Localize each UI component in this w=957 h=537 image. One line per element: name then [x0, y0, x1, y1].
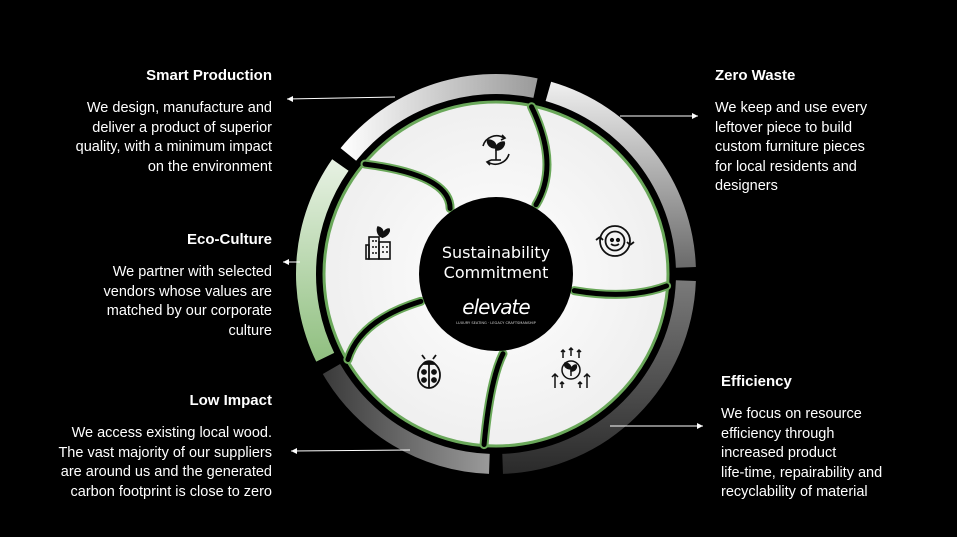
desc-line: matched by our corporate [106, 303, 272, 319]
desc-line: We design, manufacture and [86, 100, 272, 116]
pillar-description: We design, manufacture and deliver a pro… [12, 99, 272, 177]
outer-ring [296, 74, 696, 474]
recycle-icon [595, 225, 635, 257]
desc-line: quality, with a minimum impact [75, 139, 272, 155]
pillar-efficiency: Efficiency We focus on resource efficien… [721, 373, 951, 503]
desc-line: We access existing local wood. [71, 425, 272, 441]
petal-separator [345, 298, 424, 362]
arrow-zero-waste [620, 113, 698, 119]
arrow-smart-production [286, 96, 396, 102]
pillar-description: We access existing local wood. The vast … [2, 424, 272, 502]
arrow-low-impact [290, 448, 411, 454]
arrow-efficiency [610, 423, 703, 429]
desc-line: custom furniture pieces [715, 139, 865, 155]
ring-segment-eco-culture [296, 159, 349, 362]
desc-line: vendors whose values are [103, 283, 272, 300]
desc-line: on the environment [147, 158, 272, 175]
ring-segment-low-impact [322, 364, 490, 474]
petal-separator [529, 104, 550, 208]
pillar-title: Low Impact [189, 392, 272, 409]
arrow-eco-culture [283, 259, 300, 265]
desc-line: increased product [721, 445, 837, 461]
pillar-description: We partner with selected vendors whose v… [12, 263, 272, 341]
pillar-zero-waste: Zero Waste We keep and use every leftove… [715, 67, 945, 197]
elevate-logo-tagline: LUXURY SEATING · LEGACY CRAFTSMANSHIP [456, 321, 536, 325]
elevate-logo: elevate [462, 295, 530, 319]
desc-line: life-time, repairability and [721, 464, 883, 481]
pillar-title: Smart Production [146, 67, 272, 84]
desc-line: We keep and use every [715, 100, 868, 116]
pillar-eco-culture: Eco-Culture We partner with selected ven… [12, 231, 272, 341]
desc-line: designers [715, 178, 778, 194]
connector-arrows [283, 96, 703, 454]
petal-separator [571, 283, 670, 297]
desc-line: The vast majority of our suppliers [58, 444, 272, 461]
eco-building-icon [365, 226, 391, 260]
center-title-line2: Commitment [444, 263, 549, 282]
ring-segment-zero-waste [545, 81, 696, 268]
petal-separator [362, 161, 453, 211]
pillar-description: We focus on resource efficiency through … [721, 405, 951, 503]
center-hub [419, 197, 573, 351]
petal-separator [481, 351, 506, 448]
pillar-title: Zero Waste [715, 67, 796, 84]
desc-line: for local residents and [715, 158, 857, 175]
growth-leaf-icon [551, 346, 591, 388]
pillar-title: Eco-Culture [186, 231, 272, 248]
desc-line: efficiency through [721, 425, 835, 442]
desc-line: carbon footprint is close to zero [70, 483, 273, 500]
ring-segment-efficiency [502, 280, 696, 474]
desc-line: culture [228, 322, 272, 339]
desc-line: We partner with selected [112, 264, 272, 280]
plant-cycle-icon [482, 134, 510, 166]
desc-line: deliver a product of superior [92, 119, 272, 136]
ring-segment-smart-production [340, 74, 538, 161]
desc-line: are around us and the generated [60, 464, 272, 480]
center-title-line1: Sustainability [442, 243, 550, 262]
ladybug-icon [417, 354, 441, 389]
desc-line: recyclability of material [721, 484, 868, 500]
pillar-title: Efficiency [721, 373, 792, 390]
pillar-smart-production: Smart Production We design, manufacture … [12, 67, 272, 177]
pillar-low-impact: Low Impact We access existing local wood… [2, 392, 272, 502]
desc-line: We focus on resource [721, 406, 862, 422]
pillar-description: We keep and use every leftover piece to … [715, 99, 945, 197]
desc-line: leftover piece to build [715, 119, 853, 136]
